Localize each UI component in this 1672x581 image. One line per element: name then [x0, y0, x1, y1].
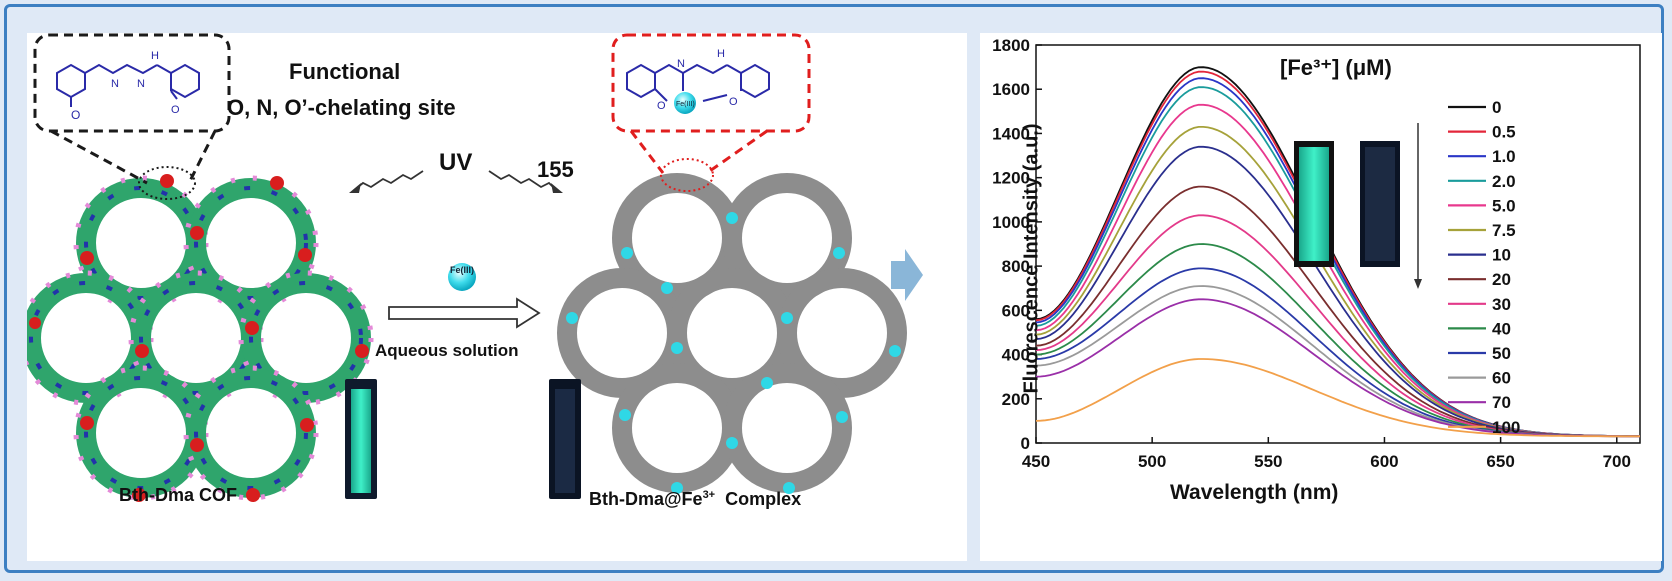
aqueous-solution-label: Aqueous solution: [375, 341, 519, 360]
x-axis: 450 500 550 600 650 700: [1022, 437, 1631, 471]
chelate-fe-atom: [674, 92, 696, 114]
uv-label: UV: [439, 149, 473, 176]
reaction-arrow: [388, 297, 541, 329]
y-tick-label: 200: [1002, 390, 1030, 409]
chart-title: [Fe³⁺] (μM): [1280, 55, 1392, 80]
fe-ion-bubble: [448, 263, 476, 291]
atom-o-label: O: [171, 104, 180, 116]
fe-ion-label: Fe(III): [450, 265, 474, 275]
y-tick-label: 800: [1002, 257, 1030, 276]
cof-ring: [183, 365, 319, 501]
series-line: [1035, 66, 1640, 438]
figure-frame: O N N H O: [4, 4, 1664, 573]
legend-label: 0.5: [1492, 123, 1516, 142]
cof-ring: [183, 175, 319, 311]
series-line: [1035, 214, 1640, 438]
schematic-panel: O N N H O: [27, 33, 967, 561]
legend-label: 0: [1492, 98, 1501, 117]
x-tick-label: 550: [1254, 452, 1282, 471]
x-tick-label: 650: [1486, 452, 1514, 471]
plot-area: [1035, 44, 1641, 444]
series-line: [1035, 77, 1640, 438]
legend-label: 70: [1492, 393, 1511, 412]
legend-label: 10: [1492, 246, 1511, 265]
atom-n-label: N: [677, 58, 685, 70]
legend-label: 50: [1492, 344, 1511, 363]
y-tick-label: 1000: [992, 213, 1030, 232]
legend-label: 40: [1492, 319, 1511, 338]
cof-caption: Bth-Dma COF: [119, 485, 237, 505]
y-axis-label: Fluorescence Intensity (a.u.): [1020, 123, 1043, 394]
legend-label: 30: [1492, 295, 1511, 314]
legend-label: 20: [1492, 270, 1511, 289]
legend-label: 5.0: [1492, 196, 1516, 215]
legend: 0 0.5 1.0 2.0 5.0 7.5 10 20 30 40 50 60 70 100: [1448, 98, 1520, 437]
uv-arrow-right: [488, 170, 558, 192]
series-lines: [1035, 66, 1641, 438]
chelate-callout-box: [611, 33, 811, 133]
legend-label: 2.0: [1492, 172, 1516, 191]
legend-label: 1.0: [1492, 147, 1516, 166]
legend-label: 60: [1492, 369, 1511, 388]
figure-number: 155: [537, 157, 574, 182]
cof-framework: [27, 174, 374, 502]
atom-n-label: N: [137, 78, 145, 90]
oxygen-atoms: [29, 174, 369, 502]
series-line: [1035, 285, 1640, 438]
series-line: [1035, 267, 1640, 438]
y-tick-label: 1800: [992, 36, 1030, 55]
chelate-fe-label: Fe(III): [676, 101, 695, 108]
y-axis: 0 200 400 600 800 1000 1200 1400 1600 1800: [992, 36, 1042, 453]
uv-arrow-left: [352, 170, 424, 192]
atom-h-label: H: [151, 50, 159, 62]
atom-h-label: H: [717, 48, 725, 60]
legend-label: 7.5: [1492, 221, 1516, 240]
plot-frame: [1035, 44, 1641, 444]
cof-ring: [238, 270, 374, 406]
y-tick-label: 400: [1002, 346, 1030, 365]
x-tick-label: 500: [1138, 452, 1166, 471]
x-tick-label: 450: [1022, 452, 1050, 471]
atom-o-label: O: [71, 108, 80, 122]
complex-framework: [557, 173, 907, 494]
atom-o-label: O: [729, 96, 738, 108]
series-line: [1035, 358, 1640, 438]
x-axis-label: Wavelength (nm): [1170, 481, 1339, 504]
decrease-arrow: [1414, 279, 1422, 289]
ligand-structure: [56, 63, 200, 107]
y-tick-label: 1400: [992, 124, 1030, 143]
chelate-structure: [626, 63, 770, 102]
complex-caption: Bth-Dma@Fe3+ Complex: [589, 489, 802, 509]
series-line: [1035, 185, 1641, 438]
ligand-callout-box: [33, 33, 231, 133]
y-tick-label: 600: [1002, 301, 1030, 320]
x-tick-label: 700: [1603, 452, 1631, 471]
y-tick-label: 1200: [992, 169, 1030, 188]
chelating-site-title: O, N, O’-chelating site: [227, 95, 456, 120]
y-tick-label: 1600: [992, 80, 1030, 99]
atom-o-label: O: [657, 100, 666, 112]
atom-n-label: N: [111, 78, 119, 90]
functional-title: Functional: [289, 59, 401, 84]
legend-label: 100: [1492, 418, 1520, 437]
transition-arrow: [891, 249, 923, 301]
x-tick-label: 600: [1370, 452, 1398, 471]
schematic-graphic: O N N H O: [27, 33, 907, 502]
y-tick-label: 0: [1021, 434, 1030, 453]
fe-sites: [566, 212, 901, 494]
